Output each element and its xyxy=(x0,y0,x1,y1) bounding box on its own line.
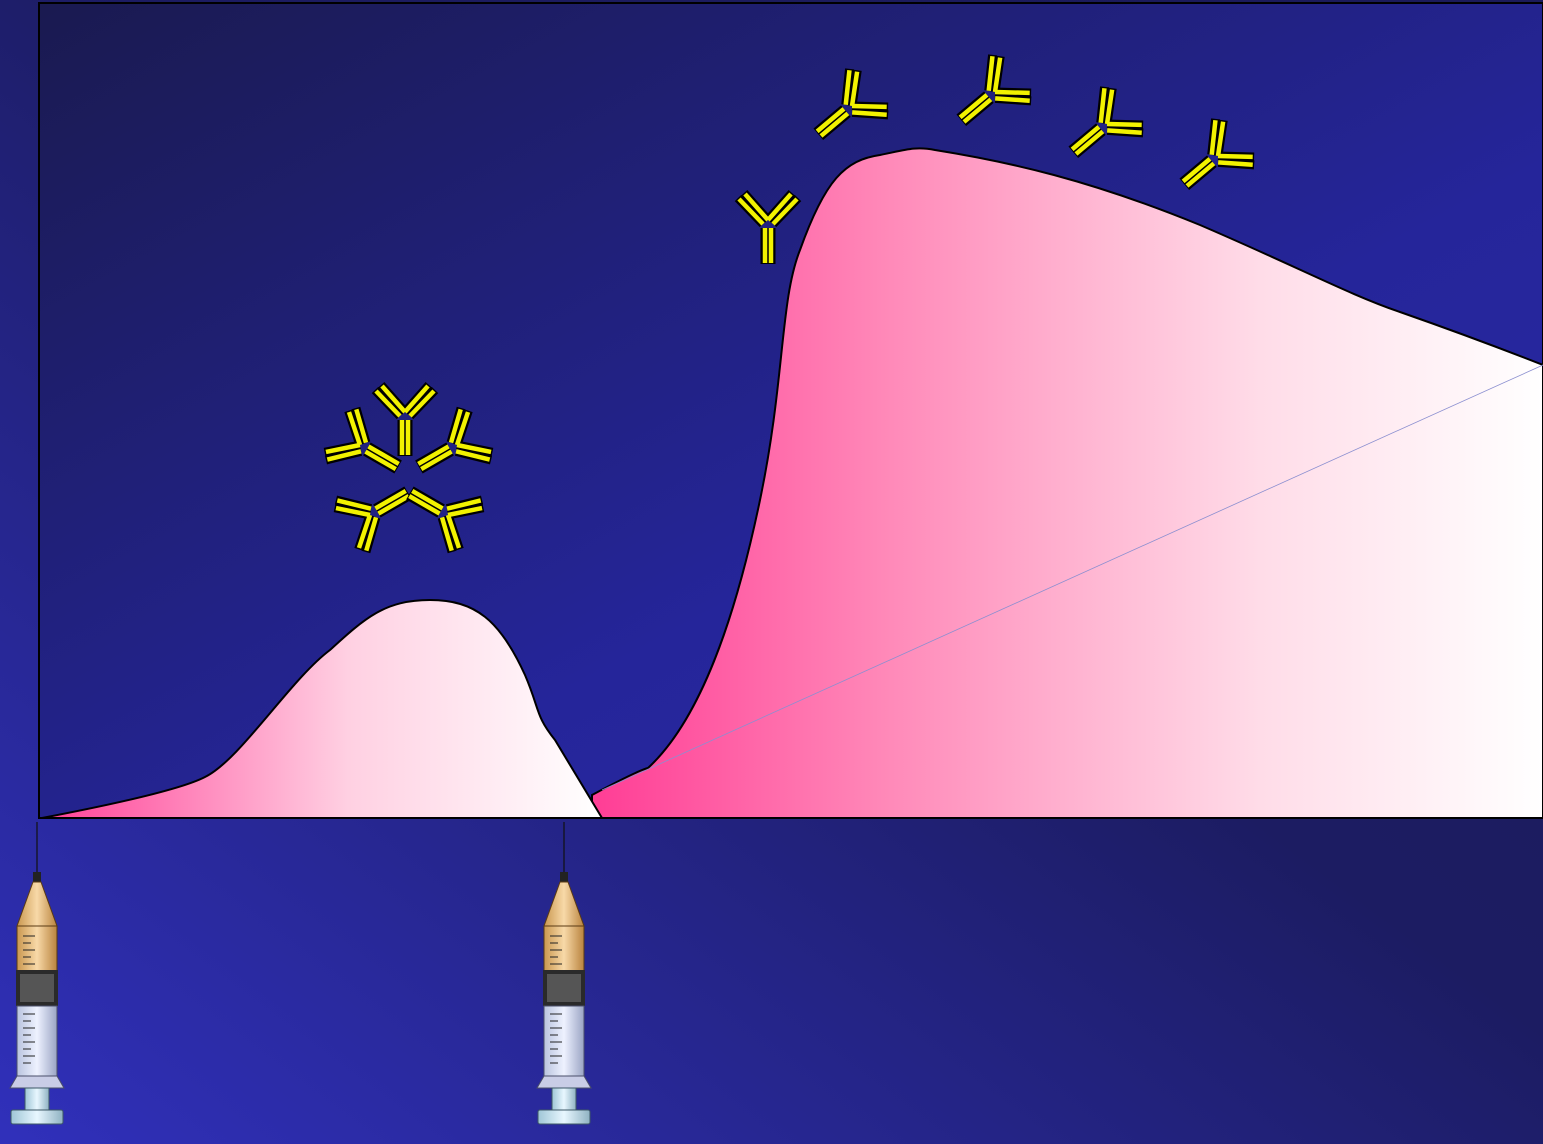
immune-response-diagram xyxy=(0,0,1543,1144)
